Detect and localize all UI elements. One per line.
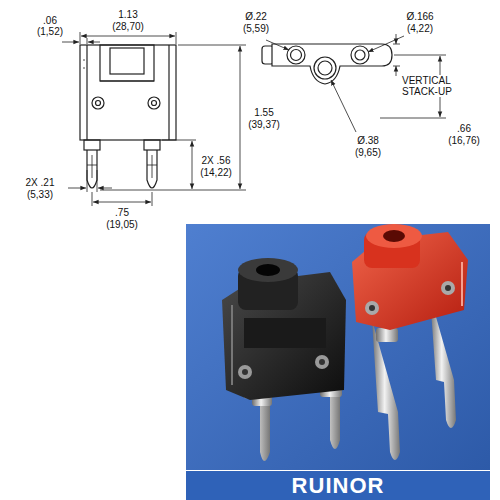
dimension-label: Ø.38 — [356, 135, 380, 146]
product-photo — [186, 224, 490, 470]
dimension-label: (16,76) — [447, 135, 481, 146]
dimension-label: 2X .56 — [201, 155, 232, 166]
dimension-label: (5,33) — [26, 189, 54, 200]
dimension-label: .75 — [114, 207, 130, 218]
brand-banner: RUINOR — [186, 471, 490, 500]
front-view — [80, 45, 176, 188]
brand-name: RUINOR — [292, 473, 385, 499]
black-plug — [222, 258, 346, 461]
dimension-label: Ø.166 — [405, 11, 434, 22]
dimension-label: (9,65) — [354, 147, 382, 158]
dimension-label: (28,70) — [111, 21, 145, 32]
dimension-label: (14,22) — [199, 167, 233, 178]
dimension-label: (39,37) — [247, 119, 281, 130]
dimension-label: (1,52) — [36, 26, 64, 37]
front-dimensions — [62, 32, 246, 206]
dimension-label: .06 — [42, 15, 58, 26]
dimension-label: VERTICAL STACK-UP — [401, 75, 463, 97]
dimension-label: (4,22) — [406, 23, 434, 34]
red-plug — [352, 224, 468, 460]
dimension-label: (19,05) — [105, 219, 139, 230]
dimension-label: 1.55 — [253, 107, 274, 118]
dimension-label: (5,59) — [242, 23, 270, 34]
dimension-label: 2X .21 — [25, 177, 56, 188]
dimension-label: Ø.22 — [244, 11, 268, 22]
dimension-label: .66 — [456, 123, 472, 134]
dimension-label: 1.13 — [117, 9, 138, 20]
